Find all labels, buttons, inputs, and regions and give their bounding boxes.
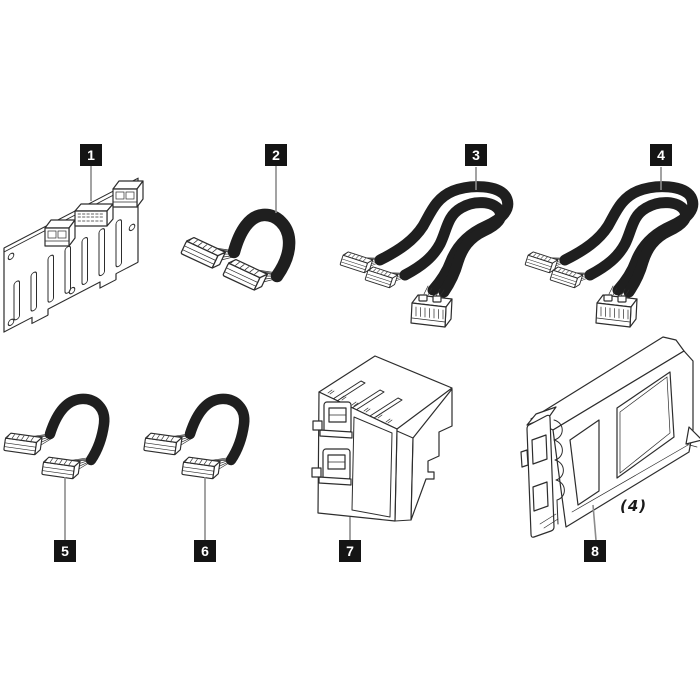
- backplane-power-connector: [74, 203, 114, 227]
- quantity-annotation: (4): [620, 497, 648, 515]
- callout-4: 4: [650, 144, 672, 166]
- callout-5: 5: [54, 540, 76, 562]
- dual-cable-4-drawing: [525, 187, 693, 327]
- cable-2-drawing: [180, 208, 296, 298]
- callout-6: 6: [194, 540, 216, 562]
- callout-8: 8: [584, 540, 606, 562]
- backplane-drawing: [3, 177, 144, 333]
- callout-1: 1: [80, 144, 102, 166]
- cable-6-drawing: [144, 399, 244, 481]
- leader-line-8: [592, 504, 597, 541]
- module-7-drawing: [311, 355, 453, 522]
- backplane-sas-connector-2: [112, 180, 144, 208]
- cable-5-drawing: [4, 399, 104, 481]
- callout-3: 3: [465, 144, 487, 166]
- backplane-sas-connector-1: [44, 219, 76, 247]
- module-port-2: [311, 448, 352, 486]
- module-port-1: [312, 401, 353, 439]
- filler-8-drawing: [520, 336, 700, 538]
- callout-2: 2: [265, 144, 287, 166]
- dual-cable-3-drawing: [340, 187, 508, 327]
- callout-7: 7: [339, 540, 361, 562]
